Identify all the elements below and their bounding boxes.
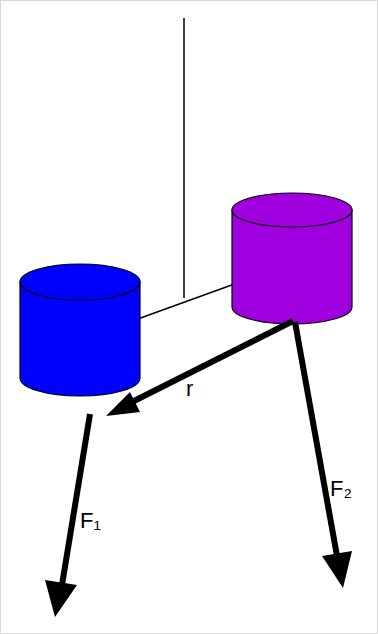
vector-label: r — [186, 378, 193, 400]
vector-label: F₁ — [80, 510, 101, 532]
rod — [135, 282, 240, 320]
f2-vector — [295, 322, 352, 588]
purple-cylinder — [232, 193, 352, 324]
blue-cylinder — [20, 264, 140, 396]
vector-label: F₂ — [330, 478, 352, 500]
string — [183, 18, 185, 298]
r-vector — [106, 321, 293, 416]
